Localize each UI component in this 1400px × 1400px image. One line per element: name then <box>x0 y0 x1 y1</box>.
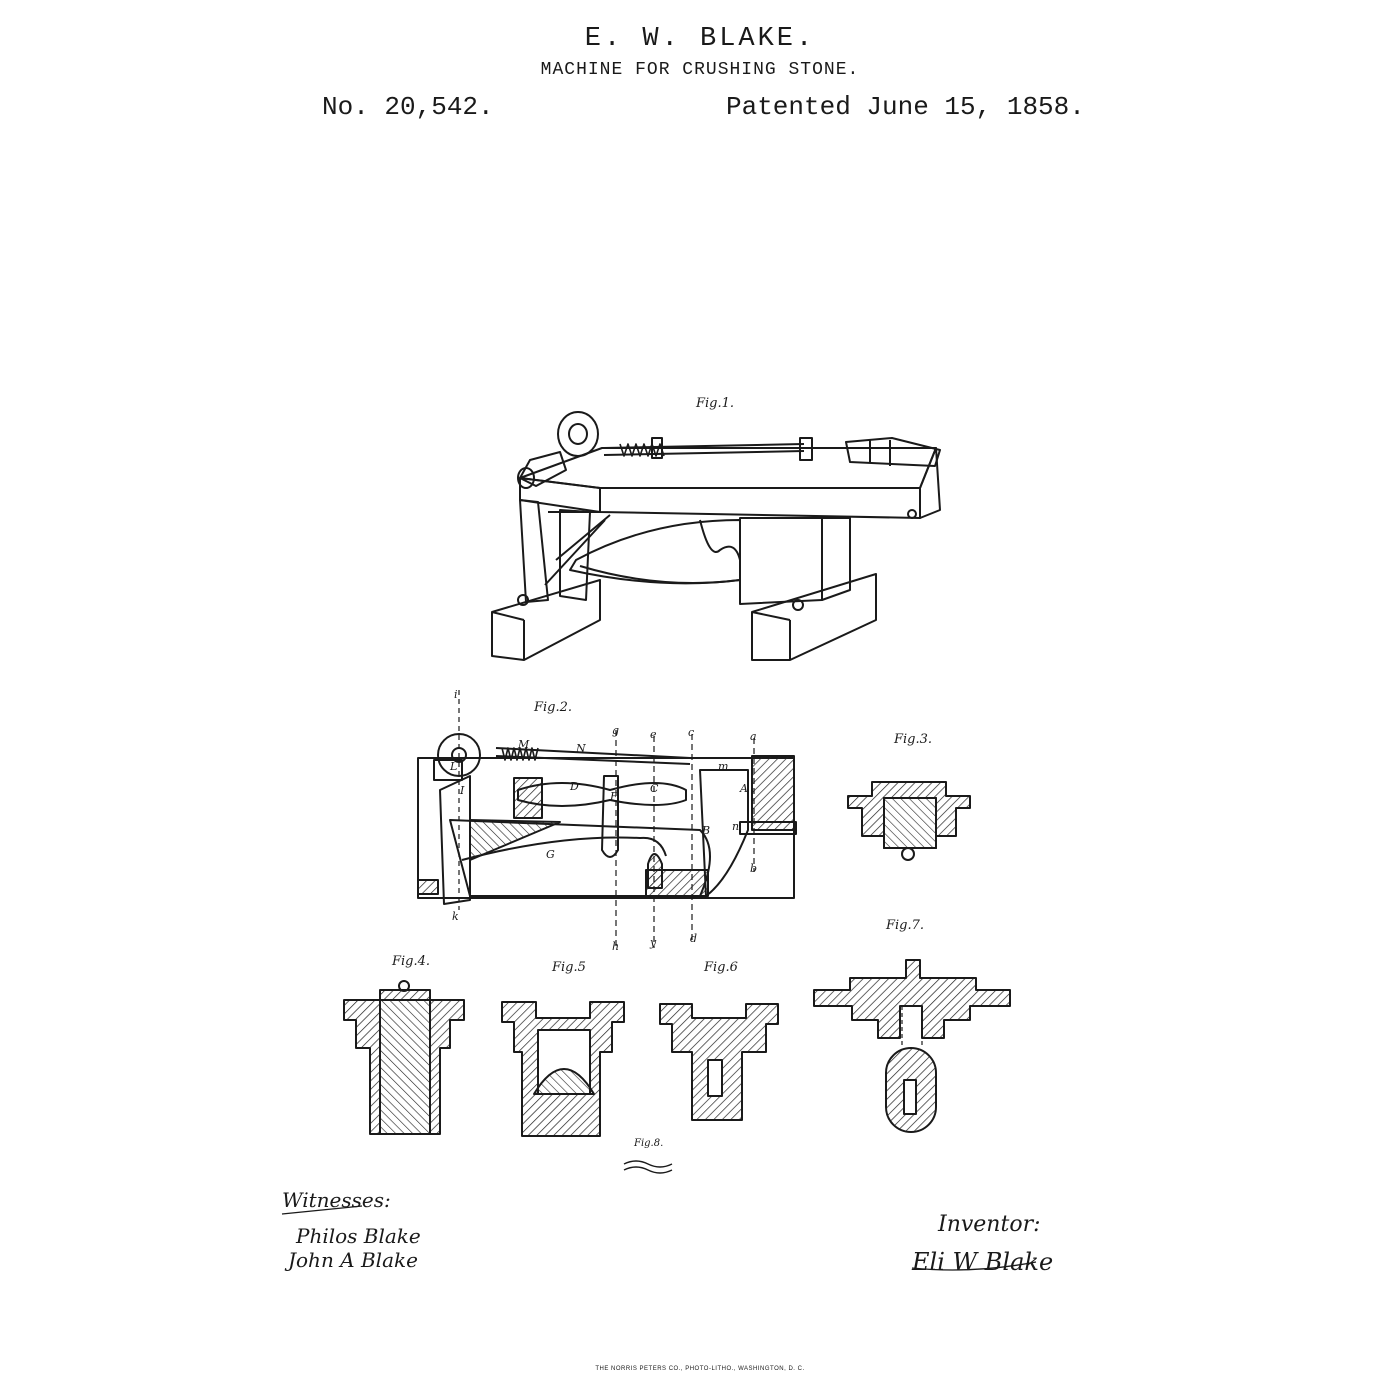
witness-signature-1: Philos Blake <box>296 1224 421 1248</box>
fig2-letter-D: D <box>570 780 579 793</box>
inventor-name: E. W. BLAKE. <box>584 24 816 54</box>
fig2-letter-n: n <box>732 820 740 833</box>
fig2-letter-g: g <box>612 724 620 737</box>
fig2-letter-a: a <box>750 730 757 743</box>
fig2-letter-F: F <box>610 790 618 803</box>
fig2-label: Fig.2. <box>534 700 573 715</box>
fig3-section-drawing <box>847 781 971 861</box>
fig3-label: Fig.3. <box>894 732 933 747</box>
fig2-letter-b: b <box>750 862 758 875</box>
fig2-letter-c: c <box>688 726 695 739</box>
fig1-label: Fig.1. <box>696 396 735 411</box>
fig2-letter-G: G <box>546 848 555 861</box>
fig2-letter-M: M <box>518 738 530 751</box>
fig4-section-drawing <box>343 980 465 1135</box>
fig8-drawing <box>623 1160 673 1174</box>
fig8-label: Fig.8. <box>634 1138 664 1149</box>
fig2-section-drawing <box>417 690 797 950</box>
fig1-machine-drawing <box>491 411 941 661</box>
fig2-letter-I: I <box>460 784 465 797</box>
fig6-label: Fig.6 <box>704 960 738 975</box>
patent-title: MACHINE FOR CRUSHING STONE. <box>540 60 860 80</box>
fig5-section-drawing <box>501 1001 625 1137</box>
fig2-letter-C: C <box>650 782 659 795</box>
patent-date: Patented June 15, 1858. <box>726 92 1085 122</box>
witness-signature-2: John A Blake <box>288 1248 418 1272</box>
fig2-letter-i: i <box>454 688 458 701</box>
fig2-letter-L: L <box>450 760 458 773</box>
printer-credit: THE NORRIS PETERS CO., PHOTO-LITHO., WAS… <box>595 1366 805 1372</box>
fig2-letter-N: N <box>576 742 586 755</box>
fig7-label: Fig.7. <box>886 918 925 933</box>
fig2-letter-y: y <box>650 936 657 949</box>
inventor-label: Inventor: <box>938 1212 1041 1237</box>
patent-number: No. 20,542. <box>322 92 494 122</box>
inventor-signature: Eli W Blake <box>912 1248 1054 1276</box>
fig6-section-drawing <box>659 1003 779 1121</box>
fig2-letter-d: d <box>690 932 698 945</box>
signature-flourishes <box>281 1205 1037 1271</box>
fig2-letter-h: h <box>612 940 620 953</box>
fig4-label: Fig.4. <box>392 954 431 969</box>
fig7-section-drawing <box>813 959 1011 1133</box>
fig2-letter-B: B <box>702 824 711 837</box>
fig2-letter-e: e <box>650 728 657 741</box>
fig2-letter-m: m <box>718 760 729 773</box>
witnesses-label: Witnesses: <box>282 1188 391 1212</box>
fig2-letter-A: A <box>740 782 748 795</box>
fig2-letter-k: k <box>452 910 459 923</box>
fig5-label: Fig.5 <box>552 960 586 975</box>
